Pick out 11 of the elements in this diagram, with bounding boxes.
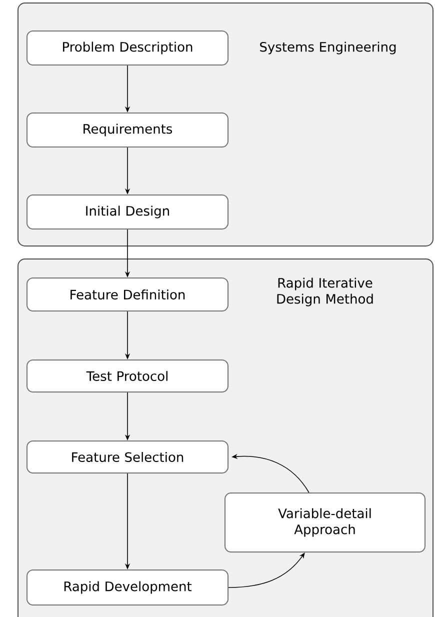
process-box: Test Protocol [26,360,228,392]
process-box: Rapid Development [26,570,228,606]
process-box: Variable-detail Approach [224,492,426,552]
process-box: Feature Selection [26,440,228,474]
process-box: Requirements [26,112,228,148]
process-box: Problem Description [26,30,228,66]
panel-heading: Systems Engineering [260,42,396,54]
process-box: Feature Definition [26,278,228,312]
arrow [228,552,305,588]
process-box: Initial Design [26,194,228,230]
panel-heading: Rapid Iterative Design Method [277,278,373,306]
